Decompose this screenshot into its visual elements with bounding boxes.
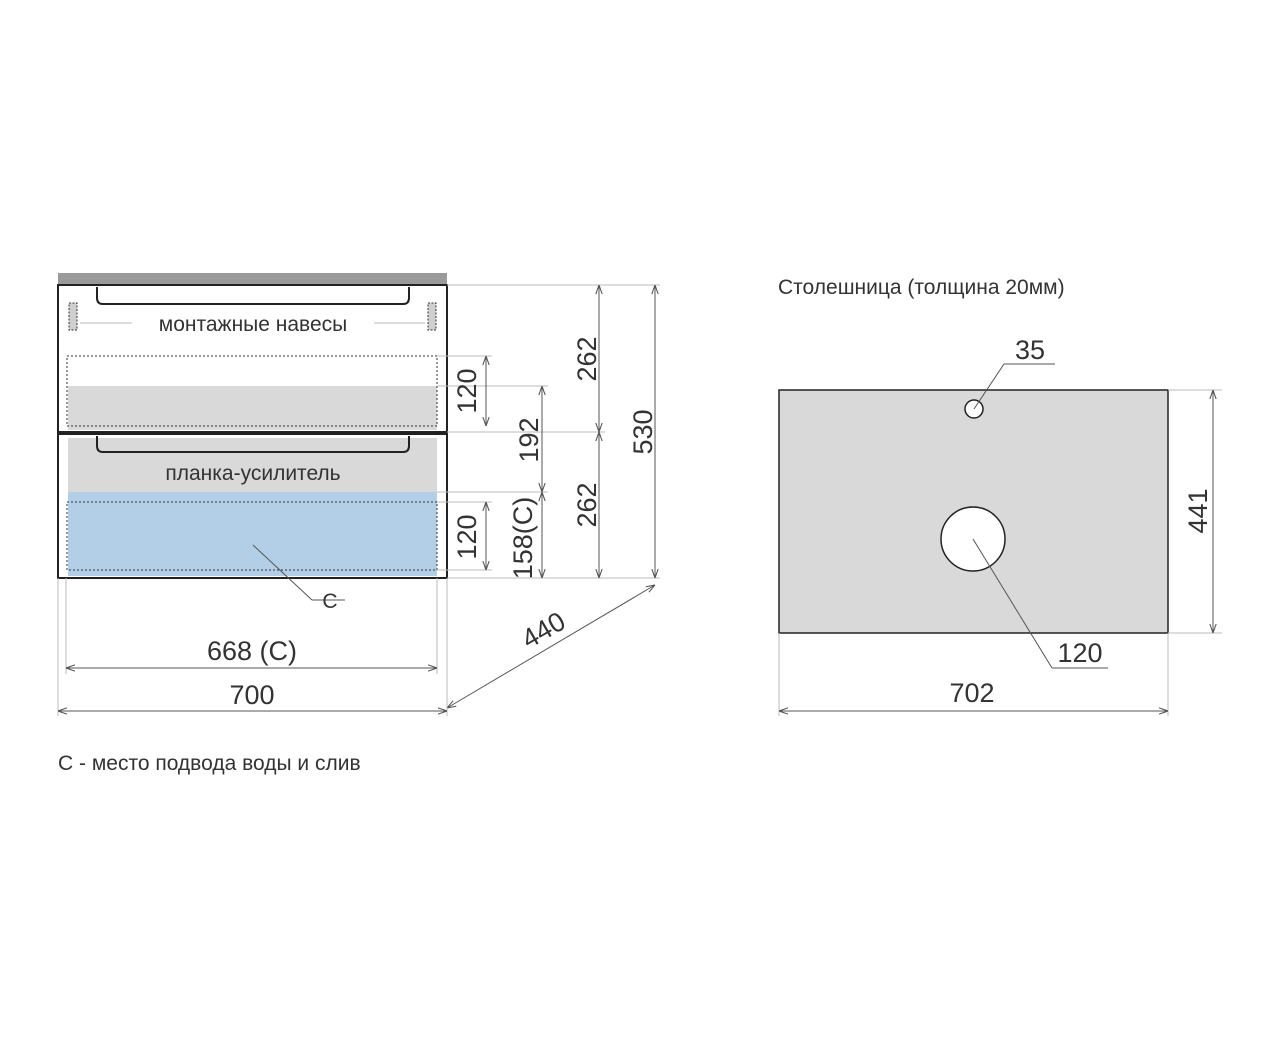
dim-192: 192 [514, 417, 544, 462]
large-hole-leader [972, 538, 1053, 669]
dim-countertop-depth: 441 [1183, 488, 1213, 533]
dim-width: 700 [229, 680, 274, 710]
countertop-title: Столешница (толщина 20мм) [778, 276, 1065, 299]
hanger-right [427, 302, 437, 331]
cabinet-top-strip [58, 273, 447, 285]
dim-depth-line [447, 585, 655, 708]
dim-158c: 158(С) [508, 497, 538, 580]
lower-gray-zone [68, 438, 437, 492]
cabinet-front-view: монтажные навесы планка-усилитель С 120 … [57, 273, 660, 716]
dim-small-hole: 35 [1015, 335, 1045, 365]
reinforcement-label: планка-усилитель [165, 462, 340, 485]
dim-countertop-width: 702 [949, 678, 994, 708]
lower-dashed-zone [66, 501, 438, 571]
upper-gray-zone [68, 386, 437, 430]
hangers-label: монтажные навесы [159, 313, 348, 336]
dim-drawer-top: 262 [572, 336, 602, 381]
lower-handle [96, 436, 410, 453]
dim-drawer-bottom: 262 [572, 482, 602, 527]
hanger-left [68, 302, 78, 331]
dim-zone-lower: 120 [452, 514, 482, 559]
legend-note: С - место подвода воды и слив [58, 752, 361, 775]
upper-handle [96, 287, 410, 305]
small-hole-leader [973, 363, 1005, 410]
c-leader [252, 544, 313, 601]
countertop-top-view: Столешница (толщина 20мм) 35 120 441 702 [778, 276, 1222, 716]
dim-total-height: 530 [628, 409, 658, 454]
dim-zone-upper: 120 [452, 368, 482, 413]
dim-668c: 668 (С) [207, 636, 297, 666]
c-label: С [322, 590, 337, 613]
dim-large-hole: 120 [1057, 638, 1102, 668]
dim-depth: 440 [516, 606, 570, 655]
upper-dashed-zone [66, 355, 438, 427]
water-zone [68, 492, 437, 576]
